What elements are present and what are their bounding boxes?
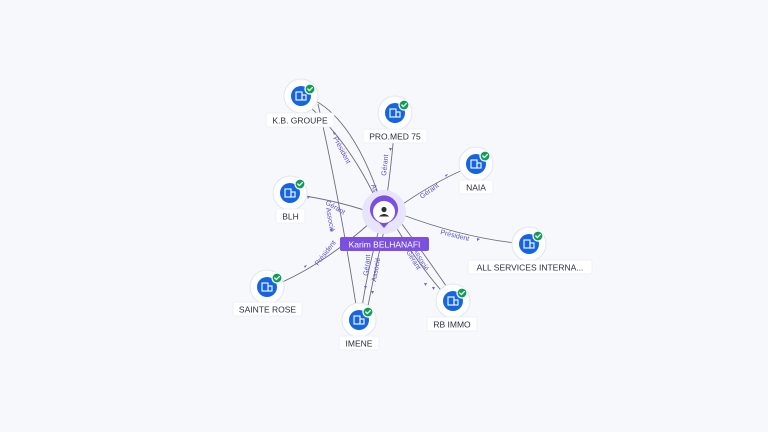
company-node-kb-groupe[interactable]: K.B. GROUPE — [265, 78, 335, 128]
arrow-icon — [424, 283, 427, 286]
building-icon — [447, 296, 459, 306]
company-label: BLH — [282, 212, 299, 222]
company-label: PRO.MED 75 — [369, 132, 421, 142]
arrow-icon — [330, 229, 333, 232]
company-node-pro-med-75[interactable]: PRO.MED 75 — [362, 95, 428, 144]
building-icon — [523, 239, 535, 249]
verified-check-icon — [304, 83, 316, 95]
arrow-icon — [304, 265, 307, 268]
company-label: NAIA — [466, 183, 486, 193]
verified-check-icon — [362, 306, 374, 318]
company-node-naia[interactable]: NAIA — [458, 146, 494, 195]
company-label: K.B. GROUPE — [272, 116, 328, 126]
edge-kb-groupe-associe — [311, 98, 384, 209]
edge-kb-groupe-sainte-rose — [317, 103, 359, 319]
company-node-all-services[interactable]: ALL SERVICES INTERNA... — [467, 226, 593, 275]
arrow-icon — [307, 196, 310, 199]
building-icon — [295, 91, 307, 101]
arrow-icon — [371, 291, 374, 294]
building-icon — [261, 282, 273, 292]
verified-check-icon — [271, 272, 283, 284]
company-node-rb-immo[interactable]: RB IMMO — [426, 283, 478, 332]
verified-check-icon — [532, 230, 544, 242]
edge-label-pro-gerant: Gérant — [381, 154, 390, 176]
edge-label-sainte-president: Président — [314, 240, 338, 268]
arrow-icon — [333, 132, 336, 135]
person-node-center[interactable]: Karim BELHANAFI — [340, 190, 429, 251]
building-icon — [389, 108, 401, 118]
arrow-icon — [432, 287, 435, 290]
company-label: ALL SERVICES INTERNA... — [477, 263, 584, 273]
building-icon — [470, 159, 482, 169]
arrow-icon — [477, 238, 480, 241]
person-name-label: Karim BELHANAFI — [349, 240, 421, 250]
arrow-icon — [445, 174, 448, 177]
verified-check-icon — [456, 287, 468, 299]
company-label: RB IMMO — [433, 320, 471, 330]
building-icon — [284, 188, 296, 198]
verified-check-icon — [398, 99, 410, 111]
arrow-icon — [389, 148, 392, 151]
verified-check-icon — [294, 178, 306, 190]
person-icon — [378, 206, 390, 217]
company-node-sainte-rose[interactable]: SAINTE ROSE — [232, 269, 303, 317]
verified-check-icon — [479, 150, 491, 162]
edge-label-kb-sainte: Associé — [324, 207, 335, 232]
edge-arrows — [304, 132, 480, 294]
edge-label-naia-gerant: Gérant — [419, 182, 440, 200]
arrow-icon — [364, 286, 367, 289]
company-node-imene[interactable]: IMENE — [338, 302, 380, 351]
company-label: SAINTE ROSE — [239, 305, 296, 315]
edge-label-imene-gerant: Gérant — [363, 254, 372, 276]
company-label: IMENE — [346, 339, 373, 349]
edge-label-imene-associe: Associé — [371, 257, 382, 282]
building-icon — [353, 315, 365, 325]
company-node-blh[interactable]: BLH — [272, 175, 308, 224]
